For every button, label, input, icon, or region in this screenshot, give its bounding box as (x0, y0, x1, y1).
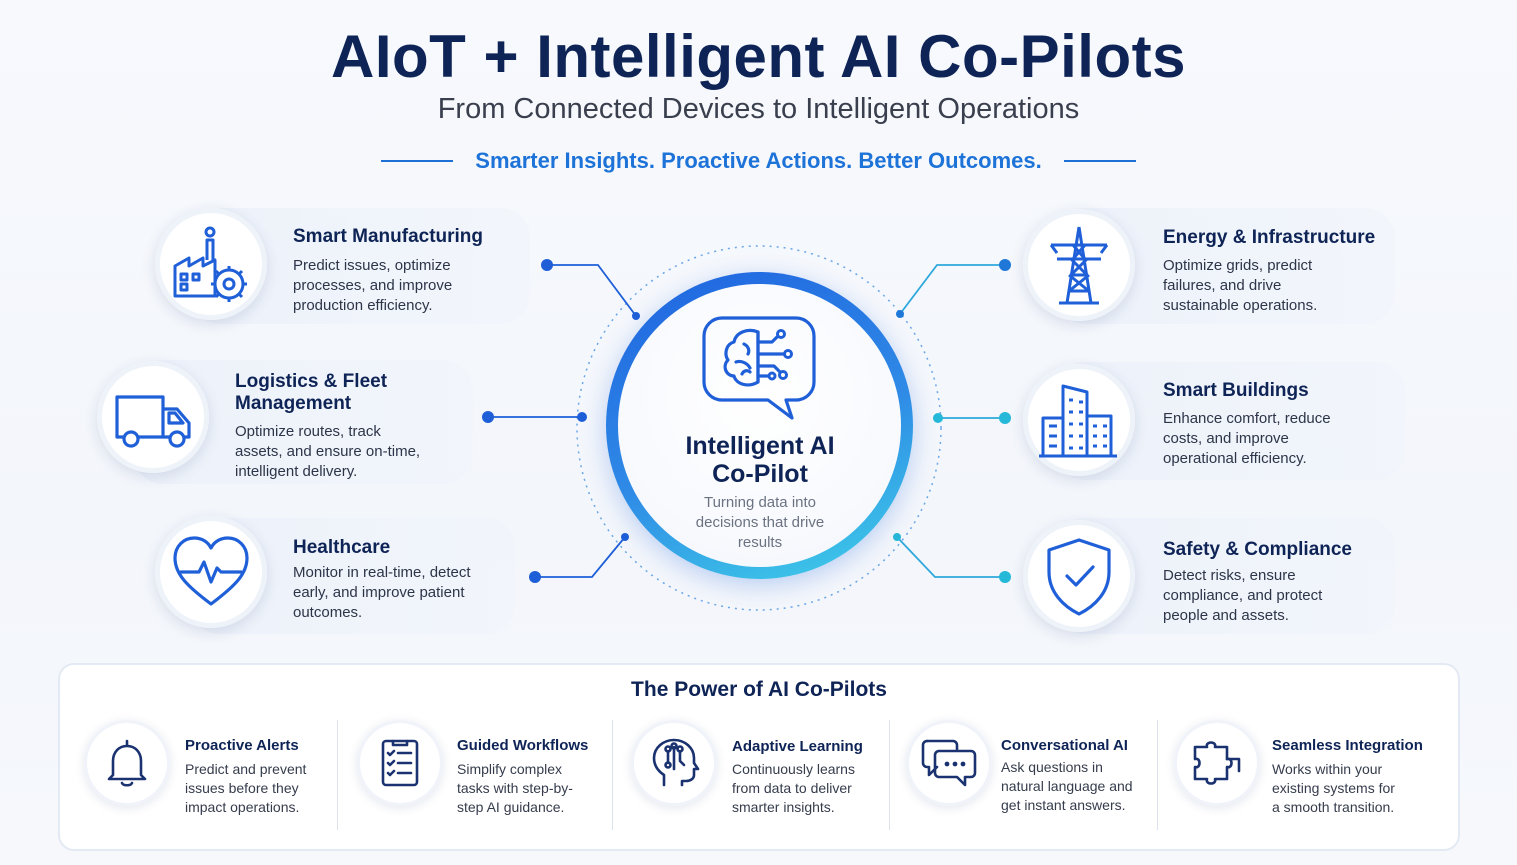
tagline-line-left (381, 160, 454, 162)
industry-icon-circle (155, 208, 267, 320)
panel-divider (1157, 720, 1158, 830)
industry-desc-buildings: Enhance comfort, reduce costs, and impro… (1163, 410, 1331, 467)
page-subtitle: From Connected Devices to Intelligent Op… (437, 93, 1080, 125)
node-dot (577, 412, 587, 422)
node-dot (999, 412, 1011, 424)
industry-icon-circle (97, 361, 209, 473)
power-tower-icon (1049, 226, 1109, 305)
node-dot (529, 571, 541, 583)
tagline-line-right (1063, 160, 1136, 162)
node-dot (893, 533, 901, 541)
industry-title-healthcare: Healthcare (293, 537, 391, 558)
power-item-desc: Ask questions in natural language and ge… (1001, 759, 1133, 813)
node-dot (896, 310, 904, 318)
page-title: AIoT + Intelligent AI Co-Pilots (331, 23, 1186, 90)
connector-healthcare (535, 536, 626, 578)
power-icon-circle (1174, 720, 1260, 806)
power-panel-title: The Power of AI Co-Pilots (631, 678, 887, 701)
hub-core (618, 284, 901, 567)
hub-description: Turning data into decisions that drive r… (695, 494, 825, 551)
power-icon-circle (84, 720, 170, 806)
connector-safety (896, 536, 1005, 578)
panel-divider (337, 720, 338, 830)
industry-desc-manufacturing: Predict issues, optimize processes, and … (293, 257, 453, 314)
power-item-desc: Simplify complex tasks with step-by- ste… (457, 761, 573, 815)
power-item-title: Adaptive Learning (732, 738, 863, 755)
industry-icon-circle (155, 516, 267, 628)
factory-gear-icon (173, 226, 247, 302)
shield-check-icon (1047, 538, 1111, 616)
building-icon (1039, 384, 1117, 458)
brain-chat-icon (702, 316, 816, 420)
checklist-icon (381, 739, 419, 787)
industry-icon-circle (1023, 520, 1135, 632)
chat-bubbles-icon (921, 739, 977, 787)
power-icon-circle (357, 720, 443, 806)
power-item-title: Seamless Integration (1272, 737, 1423, 754)
node-dot (999, 571, 1011, 583)
connector-energy (899, 264, 1005, 315)
power-icon-circle (631, 720, 717, 806)
power-item-desc: Continuously learns from data to deliver… (732, 761, 855, 815)
power-item-title: Conversational AI (1001, 737, 1128, 754)
bell-icon (107, 739, 147, 787)
node-dot (482, 411, 494, 423)
node-dot (632, 312, 640, 320)
power-item-title: Proactive Alerts (185, 737, 299, 754)
industry-desc-healthcare: Monitor in real-time, detect early, and … (293, 564, 471, 621)
node-dot (999, 259, 1011, 271)
industry-desc-safety: Detect risks, ensure compliance, and pro… (1163, 567, 1323, 624)
industry-desc-energy: Optimize grids, predict failures, and dr… (1163, 257, 1318, 314)
industry-icon-circle (1023, 209, 1135, 321)
power-icon-circle (906, 720, 992, 806)
panel-divider (889, 720, 890, 830)
power-item-desc: Works within your existing systems for a… (1272, 761, 1395, 815)
tagline-row: Smarter Insights. Proactive Actions. Bet… (0, 148, 1517, 174)
node-dot (933, 413, 943, 423)
truck-icon (115, 395, 191, 448)
heart-pulse-icon (173, 536, 249, 606)
industry-title-energy: Energy & Infrastructure (1163, 227, 1376, 248)
industry-title-manufacturing: Smart Manufacturing (293, 226, 484, 247)
hub-dotted-ring (576, 245, 942, 611)
industry-icon-circle (1023, 364, 1135, 476)
industry-title-safety: Safety & Compliance (1163, 539, 1352, 560)
panel-divider (612, 720, 613, 830)
industry-desc-logistics: Optimize routes, track assets, and ensur… (235, 423, 421, 480)
head-circuit-icon (652, 738, 700, 787)
connector-manufacturing (547, 264, 637, 317)
tagline: Smarter Insights. Proactive Actions. Bet… (475, 148, 1042, 173)
node-dot (621, 533, 629, 541)
power-item-desc: Predict and prevent issues before they i… (185, 761, 307, 815)
puzzle-icon (1193, 741, 1241, 785)
node-dot (541, 259, 553, 271)
industry-title-logistics: Logistics & Fleet Management (235, 371, 388, 414)
power-item-title: Guided Workflows (457, 737, 589, 754)
hub-title: Intelligent AI Co-Pilot (685, 432, 835, 488)
industry-title-buildings: Smart Buildings (1163, 380, 1309, 401)
